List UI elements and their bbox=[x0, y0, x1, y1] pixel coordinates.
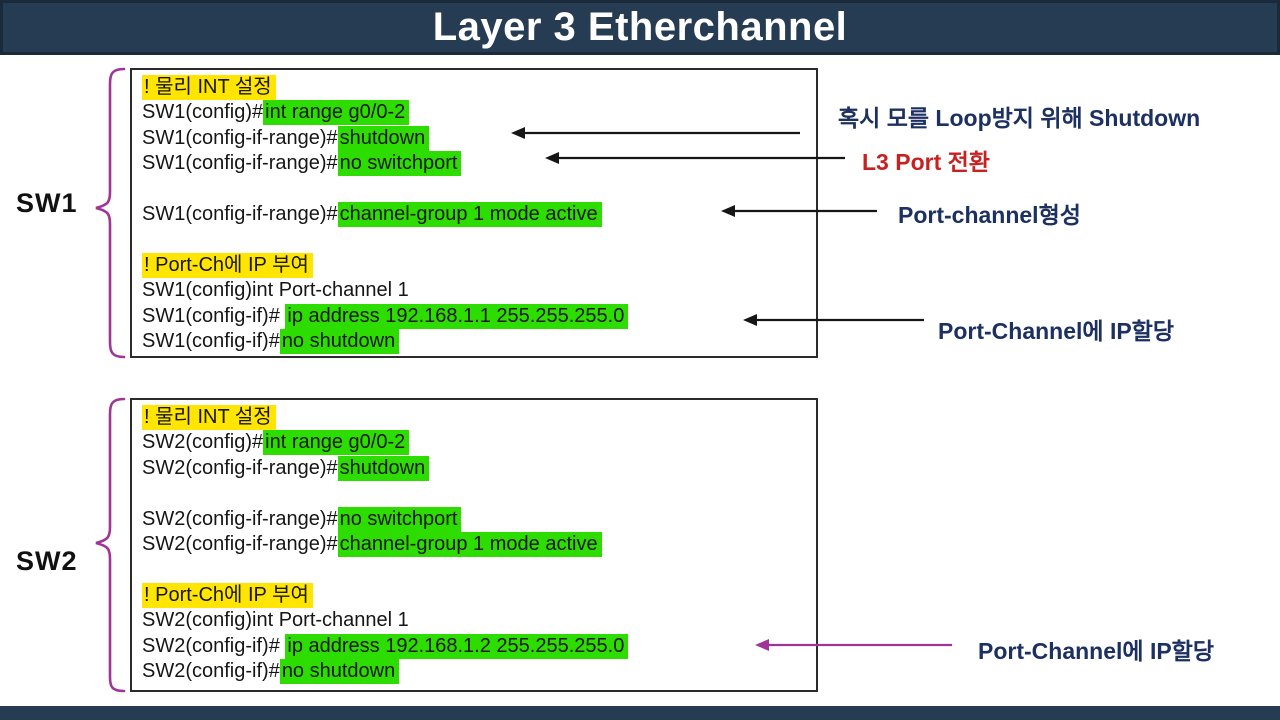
code-line: SW1(config-if-range)#channel-group 1 mod… bbox=[142, 201, 816, 227]
code-line: SW2(config-if-range)#no switchport bbox=[142, 506, 816, 532]
command-text: no switchport bbox=[337, 151, 462, 177]
prompt-text: SW2(config-if-range)# bbox=[142, 456, 338, 479]
comment-text: ! 물리 INT 설정 bbox=[142, 75, 276, 100]
annotation-portchannel-ip-sw2: Port-Channel에 IP할당 bbox=[978, 638, 1214, 664]
code-line-blank bbox=[142, 227, 816, 252]
code-line: SW2(config-if-range)#shutdown bbox=[142, 455, 816, 481]
sw2-brace bbox=[95, 397, 126, 693]
code-line: SW1(config)#int range g0/0-2 bbox=[142, 100, 816, 126]
prompt-text: SW1(config-if)# bbox=[142, 304, 286, 327]
code-line: SW1(config-if)# ip address 192.168.1.1 2… bbox=[142, 303, 816, 329]
comment-text: ! 물리 INT 설정 bbox=[142, 405, 276, 430]
code-line: SW2(config)#int range g0/0-2 bbox=[142, 430, 816, 456]
command-text: shutdown bbox=[337, 455, 430, 481]
code-line: ! 물리 INT 설정 bbox=[142, 405, 816, 430]
title-bar: Layer 3 Etherchannel bbox=[0, 0, 1280, 55]
code-line: ! Port-Ch에 IP 부여 bbox=[142, 252, 816, 278]
code-line: ! Port-Ch에 IP 부여 bbox=[142, 582, 816, 608]
code-line: SW1(config-if-range)#no switchport bbox=[142, 151, 816, 177]
code-line-blank bbox=[142, 177, 816, 202]
comment-text: ! Port-Ch에 IP 부여 bbox=[142, 252, 313, 278]
prompt-text: SW1(config-if)# bbox=[142, 329, 280, 352]
page-title: Layer 3 Etherchannel bbox=[432, 5, 848, 49]
command-text: int range g0/0-2 bbox=[263, 430, 410, 456]
command-text: shutdown bbox=[337, 125, 430, 151]
annotation-l3-port: L3 Port 전환 bbox=[862, 149, 990, 175]
command-text: ip address 192.168.1.1 255.255.255.0 bbox=[285, 303, 629, 329]
sw2-label: SW2 bbox=[16, 546, 78, 576]
command-text: no switchport bbox=[337, 506, 462, 532]
prompt-text: SW2(config-if)# bbox=[142, 634, 286, 657]
command-text: channel-group 1 mode active bbox=[337, 201, 602, 227]
bottom-bar bbox=[0, 706, 1280, 720]
code-line: SW2(config-if)# ip address 192.168.1.2 2… bbox=[142, 633, 816, 659]
command-text: channel-group 1 mode active bbox=[337, 531, 602, 557]
annotation-portchannel-form: Port-channel형성 bbox=[898, 202, 1081, 228]
code-line: SW2(config-if-range)#channel-group 1 mod… bbox=[142, 531, 816, 557]
code-line-blank bbox=[142, 481, 816, 506]
annotation-loop-shutdown: 혹시 모를 Loop방지 위해 Shutdown bbox=[838, 105, 1201, 131]
prompt-text: SW2(config-if-range)# bbox=[142, 532, 338, 555]
command-text: no shutdown bbox=[279, 658, 400, 684]
code-line: SW1(config)int Port-channel 1 bbox=[142, 278, 816, 303]
annotation-portchannel-ip-sw1: Port-Channel에 IP할당 bbox=[938, 318, 1174, 344]
prompt-text: SW1(config-if-range)# bbox=[142, 152, 338, 175]
code-line-blank bbox=[142, 557, 816, 582]
prompt-text: SW2(config-if-range)# bbox=[142, 507, 338, 530]
prompt-text: SW1(config)# bbox=[142, 101, 264, 124]
prompt-text: SW1(config-if-range)# bbox=[142, 126, 338, 149]
prompt-text: SW1(config)int Port-channel 1 bbox=[142, 279, 409, 302]
sw1-config-box: ! 물리 INT 설정 SW1(config)#int range g0/0-2… bbox=[130, 68, 818, 358]
prompt-text: SW2(config-if)# bbox=[142, 659, 280, 682]
comment-text: ! Port-Ch에 IP 부여 bbox=[142, 582, 313, 608]
sw2-config-box: ! 물리 INT 설정 SW2(config)#int range g0/0-2… bbox=[130, 398, 818, 692]
code-line: SW2(config-if)#no shutdown bbox=[142, 658, 816, 684]
command-text: ip address 192.168.1.2 255.255.255.0 bbox=[285, 633, 629, 659]
code-line: SW2(config)int Port-channel 1 bbox=[142, 608, 816, 633]
command-text: int range g0/0-2 bbox=[263, 100, 410, 126]
code-line: SW1(config-if-range)#shutdown bbox=[142, 125, 816, 151]
sw1-brace bbox=[95, 67, 126, 359]
prompt-text: SW2(config)# bbox=[142, 431, 264, 454]
sw1-label: SW1 bbox=[16, 188, 78, 218]
code-line: ! 물리 INT 설정 bbox=[142, 75, 816, 100]
code-line: SW1(config-if)#no shutdown bbox=[142, 328, 816, 354]
prompt-text: SW1(config-if-range)# bbox=[142, 202, 338, 225]
prompt-text: SW2(config)int Port-channel 1 bbox=[142, 609, 409, 632]
command-text: no shutdown bbox=[279, 328, 400, 354]
